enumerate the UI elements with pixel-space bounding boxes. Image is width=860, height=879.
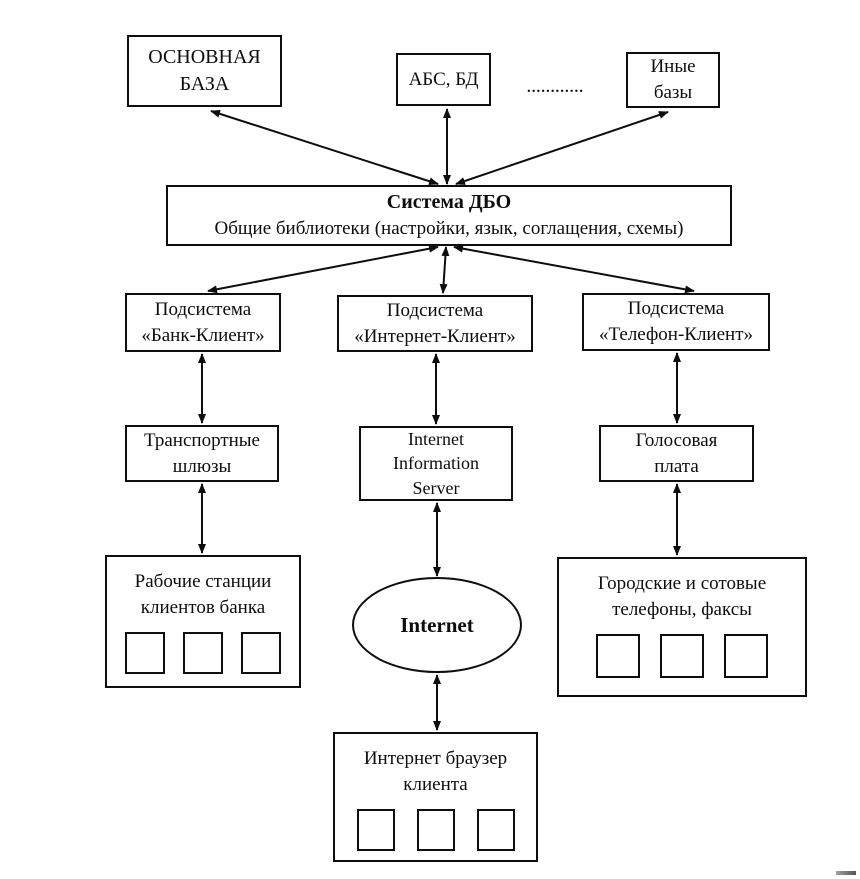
arrow-dbo-main-db bbox=[210, 109, 439, 186]
node-internet-information-server: Internet Information Server bbox=[359, 426, 513, 501]
node-label: плата bbox=[654, 455, 699, 477]
node-label: Городские и сотовые bbox=[597, 573, 767, 594]
node-label: Транспортные bbox=[143, 429, 260, 451]
arrow-dbo-other-db bbox=[455, 111, 669, 185]
node-label: Иные bbox=[650, 56, 696, 78]
node-label: клиентов банка bbox=[140, 596, 266, 618]
device-square bbox=[125, 632, 165, 675]
device-square bbox=[356, 809, 395, 852]
node-label: ОСНОВНАЯ bbox=[148, 46, 261, 68]
node-label: Подсистема bbox=[154, 298, 252, 320]
node-label: Рабочие станции bbox=[134, 571, 272, 592]
node-label: «Интернет-Клиент» bbox=[354, 325, 516, 347]
node-subsystem-internet-client: Подсистема «Интернет-Клиент» bbox=[337, 295, 533, 352]
node-label: телефоны, факсы bbox=[612, 598, 752, 620]
device-square bbox=[724, 634, 768, 679]
node-label: Подсистема bbox=[627, 298, 725, 320]
node-client-browser: Интернет браузер клиента bbox=[333, 732, 538, 862]
node-subsystem-phone-client: Подсистема «Телефон-Клиент» bbox=[582, 293, 770, 351]
node-main-database: ОСНОВНАЯ БАЗА bbox=[127, 35, 282, 107]
node-label: «Банк-Клиент» bbox=[141, 324, 265, 346]
device-square bbox=[596, 634, 640, 679]
node-voice-board: Голосовая плата bbox=[599, 425, 754, 482]
node-label: Internet bbox=[408, 429, 464, 450]
dbo-system-subtitle: Общие библиотеки (настройки, язык, согла… bbox=[214, 218, 684, 240]
node-internet-cloud: Internet bbox=[352, 577, 522, 673]
device-square bbox=[241, 632, 281, 675]
node-transport-gateways: Транспортные шлюзы bbox=[125, 425, 279, 482]
node-label: клиента bbox=[403, 773, 468, 795]
node-label: Интернет браузер bbox=[363, 748, 508, 769]
node-city-cell-phones-faxes: Городские и сотовые телефоны, факсы bbox=[557, 557, 807, 697]
workstation-squares bbox=[125, 632, 281, 675]
phone-squares bbox=[596, 634, 768, 679]
node-label: шлюзы bbox=[172, 455, 232, 477]
arrow-dbo-sub-phone bbox=[453, 244, 695, 294]
device-square bbox=[183, 632, 223, 675]
node-label: АБС, БД bbox=[408, 68, 479, 90]
browser-squares bbox=[356, 809, 515, 852]
node-label: «Телефон-Клиент» bbox=[599, 324, 753, 345]
node-label: Internet bbox=[400, 612, 474, 637]
node-abs-database: АБС, БД bbox=[396, 53, 491, 106]
ellipsis-separator: ............ bbox=[527, 80, 584, 96]
scan-artifact bbox=[836, 871, 856, 875]
arrow-dbo-sub-bank bbox=[207, 244, 439, 294]
node-client-workstations: Рабочие станции клиентов банка bbox=[105, 555, 301, 688]
node-dbo-system: Система ДБО Общие библиотеки (настройки,… bbox=[166, 185, 732, 246]
dbo-system-title: Система ДБО bbox=[386, 191, 512, 214]
device-square bbox=[476, 809, 515, 852]
node-other-databases: Иные базы bbox=[626, 52, 720, 108]
node-label: базы bbox=[653, 82, 693, 103]
node-subsystem-bank-client: Подсистема «Банк-Клиент» bbox=[125, 293, 281, 352]
device-square bbox=[416, 809, 455, 852]
device-square bbox=[660, 634, 704, 679]
node-label: Подсистема bbox=[386, 299, 484, 321]
node-label: Server bbox=[412, 477, 460, 498]
arrow-dbo-sub-internet bbox=[439, 246, 450, 294]
node-label: Information bbox=[393, 453, 479, 474]
node-label: Голосовая bbox=[635, 429, 718, 451]
node-label: БАЗА bbox=[179, 73, 230, 95]
